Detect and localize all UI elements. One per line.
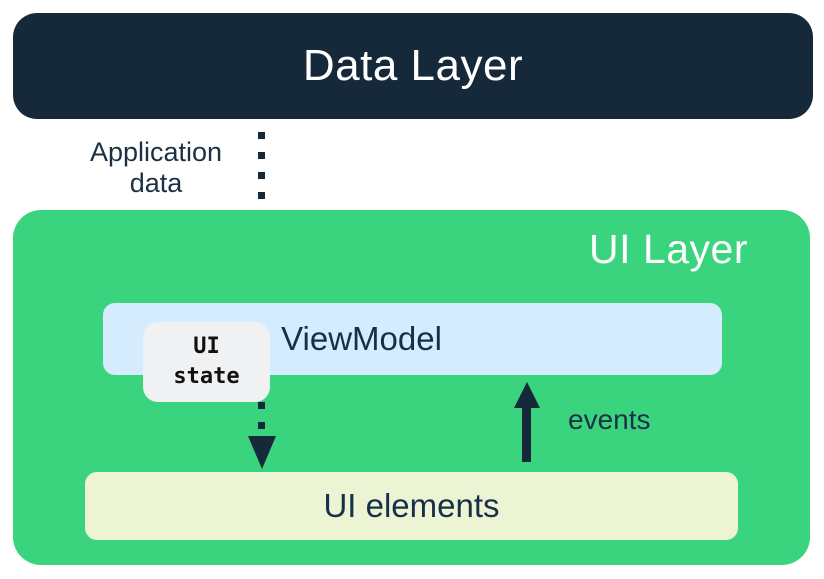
data-layer-box: Data Layer [13, 13, 813, 119]
ui-elements-bar: UI elements [85, 472, 738, 540]
arrow-up-icon [514, 382, 540, 408]
arrow-down-icon [248, 436, 276, 469]
events-arrow-shaft [522, 405, 531, 462]
application-data-label: Application data [89, 137, 223, 198]
application-data-dotted-line [258, 132, 265, 266]
events-label: events [568, 404, 651, 435]
ui-state-badge: UI state [143, 322, 270, 402]
data-layer-label: Data Layer [302, 41, 524, 90]
ui-elements-label: UI elements [323, 487, 500, 524]
ui-layer-label: UI Layer [589, 226, 748, 272]
ui-state-dotted-line [258, 402, 265, 436]
ui-state-label: UI state [173, 334, 240, 389]
viewmodel-label: ViewModel [281, 320, 442, 357]
